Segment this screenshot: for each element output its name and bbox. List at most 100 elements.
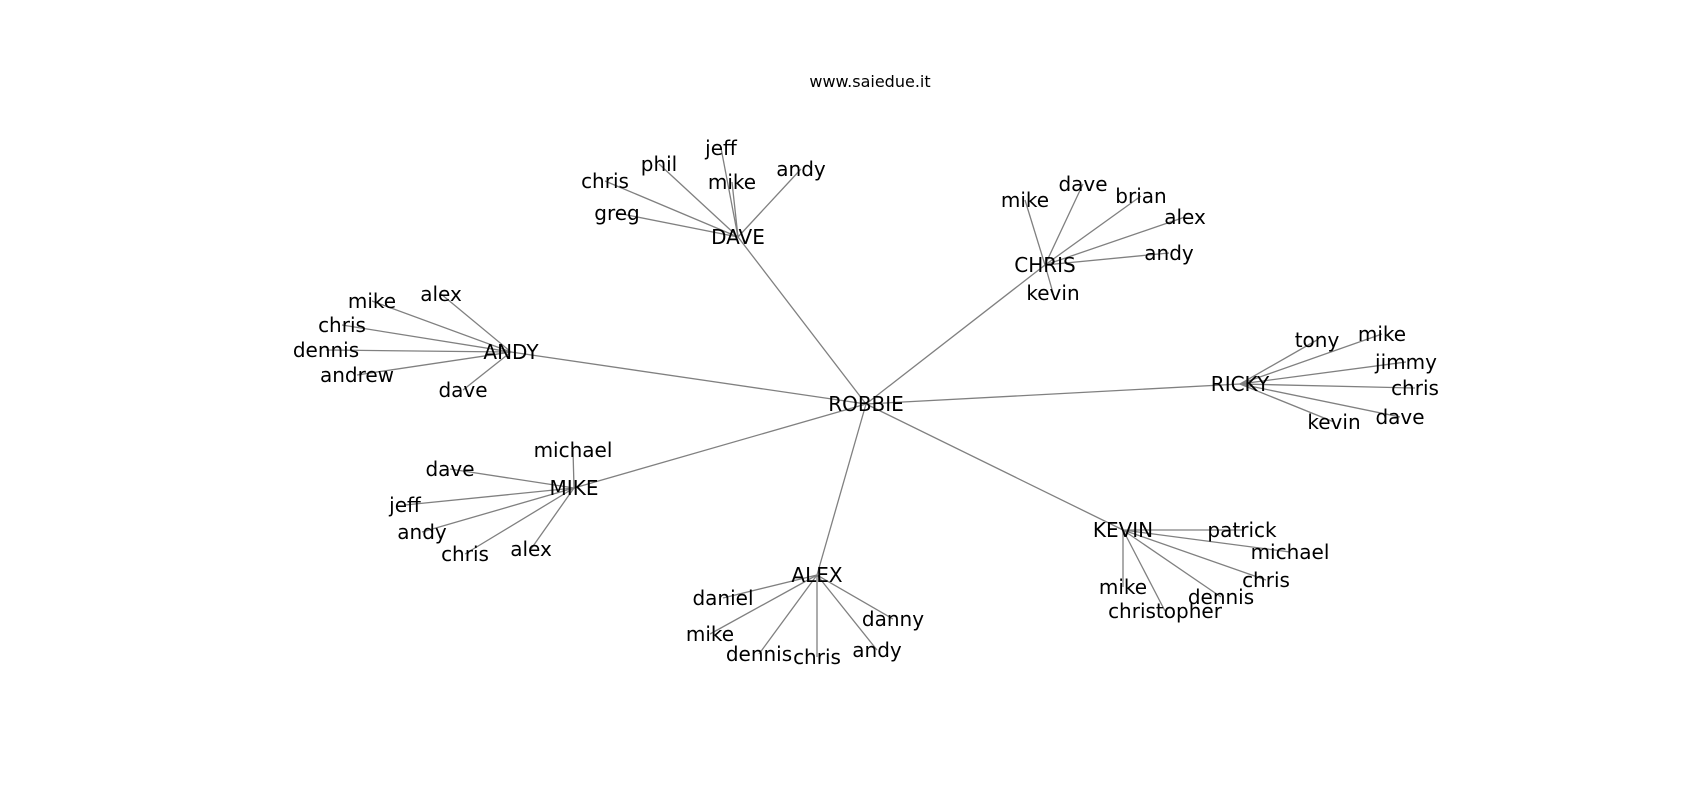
- leaf-node-label-kevin-dennis: dennis: [1188, 585, 1254, 609]
- edge-dave-mike: [731, 181, 739, 238]
- leaf-node-label-ricky-chris: chris: [1391, 376, 1439, 400]
- edge-ricky-kevin: [1239, 383, 1335, 423]
- leaf-node-label-ricky-dave: dave: [1375, 405, 1424, 429]
- edge-dave-andy: [737, 168, 802, 238]
- edge-mike-dave: [449, 468, 575, 489]
- leaf-node-label-ricky-kevin: kevin: [1307, 410, 1360, 434]
- edge-kevin-chris: [1122, 529, 1267, 581]
- leaf-node-label-mike-chris: chris: [441, 542, 489, 566]
- leaf-node-label-mike-jeff: jeff: [388, 493, 422, 517]
- edge-chris-alex: [1044, 216, 1186, 266]
- edge-dave-jeff: [720, 147, 739, 238]
- edge-mike-jeff: [404, 487, 575, 506]
- leaf-node-label-chris-dave: dave: [1058, 172, 1107, 196]
- hub-node-label-kevin: KEVIN: [1093, 518, 1153, 542]
- leaf-node-label-alex-mike: mike: [686, 622, 734, 646]
- leaf-node-label-ricky-tony: tony: [1295, 328, 1340, 352]
- edge-chris-dave: [1044, 183, 1084, 266]
- leaf-node-label-ricky-mike: mike: [1358, 322, 1406, 346]
- leaf-node-label-dave-greg: greg: [594, 201, 639, 225]
- edge-mike-chris: [464, 487, 575, 555]
- leaf-node-label-andy-chris: chris: [318, 313, 366, 337]
- edge-mike-andy: [421, 487, 575, 533]
- edge-andy-chris: [341, 324, 512, 353]
- leaf-node-label-kevin-mike: mike: [1099, 575, 1147, 599]
- leaf-node-label-andy-alex: alex: [420, 282, 462, 306]
- leaf-node-label-alex-andy: andy: [852, 638, 902, 662]
- edge-dave-greg: [616, 212, 739, 238]
- edge-robbie-alex: [816, 403, 867, 576]
- edge-ricky-dave: [1239, 383, 1401, 418]
- edge-andy-dennis: [325, 349, 512, 353]
- hub-node-label-alex: ALEX: [791, 563, 842, 587]
- edge-andy-dave: [462, 351, 512, 391]
- leaf-node-label-mike-alex: alex: [510, 537, 552, 561]
- edge-ricky-chris: [1239, 383, 1416, 389]
- leaf-node-label-alex-dennis: dennis: [726, 642, 792, 666]
- edge-ricky-mike: [1239, 333, 1383, 385]
- leaf-node-label-ricky-jimmy: jimmy: [1374, 350, 1437, 374]
- hub-node-label-chris: CHRIS: [1014, 253, 1076, 277]
- edge-robbie-ricky: [865, 383, 1241, 405]
- edge-mike-alex: [530, 487, 575, 550]
- edge-alex-mike: [709, 574, 818, 635]
- root-node-label: ROBBIE: [828, 392, 904, 416]
- hub-node-label-andy: ANDY: [483, 340, 539, 364]
- edge-chris-brian: [1044, 195, 1142, 266]
- watermark-text: www.saiedue.it: [809, 72, 930, 91]
- hub-node-label-mike: MIKE: [550, 476, 599, 500]
- edge-alex-danny: [816, 574, 894, 620]
- edge-alex-andy: [816, 574, 878, 651]
- leaf-node-label-andy-andrew: andrew: [320, 363, 394, 387]
- edge-dave-phil: [658, 163, 739, 238]
- leaf-node-label-mike-andy: andy: [397, 520, 447, 544]
- edge-robbie-mike: [573, 403, 867, 489]
- leaf-node-label-chris-brian: brian: [1115, 184, 1166, 208]
- hub-node-label-ricky: RICKY: [1211, 372, 1270, 396]
- edge-andy-alex: [440, 293, 512, 353]
- leaf-node-label-dave-jeff: jeff: [704, 136, 738, 160]
- edge-chris-andy: [1044, 252, 1170, 266]
- leaf-node-label-alex-daniel: daniel: [692, 586, 753, 610]
- leaf-node-label-andy-dave: dave: [438, 378, 487, 402]
- leaf-node-label-kevin-patrick: patrick: [1207, 518, 1277, 542]
- edge-robbie-chris: [865, 264, 1046, 405]
- leaf-node-label-dave-mike: mike: [708, 170, 756, 194]
- edge-andy-andrew: [356, 351, 512, 376]
- leaf-node-label-alex-chris: chris: [793, 645, 841, 669]
- leaf-node-label-dave-andy: andy: [776, 157, 826, 181]
- leaf-node-label-mike-dave: dave: [425, 457, 474, 481]
- edge-robbie-kevin: [865, 403, 1124, 531]
- edge-robbie-andy: [510, 351, 867, 405]
- edge-ricky-tony: [1239, 339, 1318, 385]
- leaf-node-label-andy-dennis: dennis: [293, 338, 359, 362]
- leaf-node-label-kevin-chris: chris: [1242, 568, 1290, 592]
- edge-chris-mike: [1024, 199, 1046, 266]
- edge-robbie-dave: [737, 236, 867, 405]
- leaf-node-label-chris-andy: andy: [1144, 241, 1194, 265]
- edge-mike-michael: [572, 449, 575, 489]
- hub-node-label-dave: DAVE: [711, 225, 765, 249]
- leaf-node-label-chris-kevin: kevin: [1026, 281, 1079, 305]
- edge-ricky-jimmy: [1239, 361, 1407, 385]
- leaf-node-label-dave-phil: phil: [641, 152, 677, 176]
- edge-kevin-dennis: [1122, 529, 1222, 598]
- leaf-node-label-chris-mike: mike: [1001, 188, 1049, 212]
- edge-chris-kevin: [1044, 264, 1054, 294]
- leaf-node-label-dave-chris: chris: [581, 169, 629, 193]
- edge-dave-chris: [604, 180, 739, 238]
- leaf-node-label-andy-mike: mike: [348, 289, 396, 313]
- leaf-node-label-kevin-michael: michael: [1251, 540, 1330, 564]
- leaf-node-label-mike-michael: michael: [534, 438, 613, 462]
- leaf-node-label-kevin-christopher: christopher: [1108, 599, 1223, 623]
- edges-layer: [325, 147, 1416, 657]
- edge-alex-dennis: [758, 574, 818, 655]
- leaf-node-label-chris-alex: alex: [1164, 205, 1206, 229]
- edge-kevin-michael: [1122, 529, 1291, 553]
- leaf-node-label-alex-danny: danny: [862, 607, 924, 631]
- edge-kevin-christopher: [1122, 529, 1166, 612]
- edge-andy-mike: [371, 300, 512, 353]
